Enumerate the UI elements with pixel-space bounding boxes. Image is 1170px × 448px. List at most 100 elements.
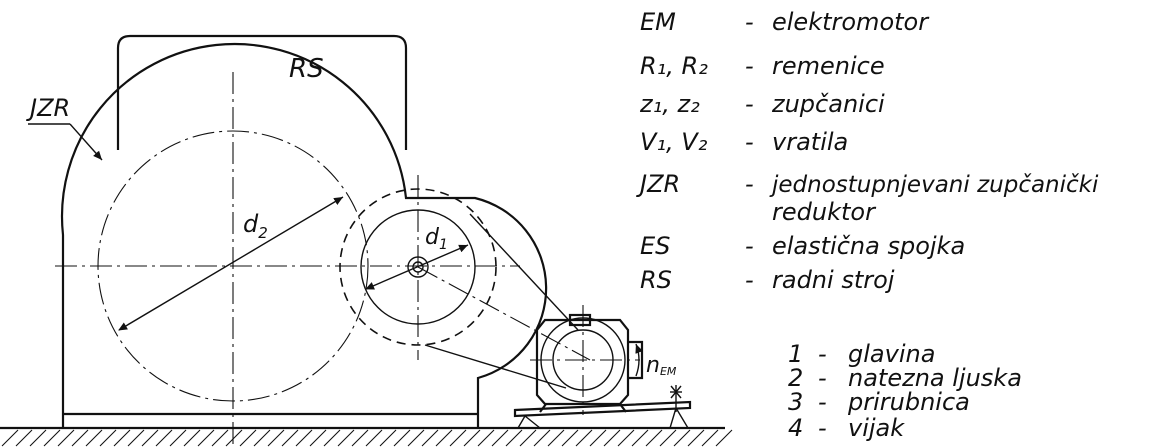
legend-desc: radni stroj <box>772 266 895 294</box>
hatch-line <box>631 429 649 447</box>
part-sep: - <box>818 364 827 392</box>
hatch-line <box>337 429 355 447</box>
hatch-line <box>225 429 243 447</box>
legend-code: V₁, V₂ <box>640 128 708 156</box>
ground-hatching <box>1 429 733 447</box>
nem-label: nEM <box>646 353 677 378</box>
hatch-line <box>351 429 369 447</box>
hatch-line <box>43 429 61 447</box>
motor-base-rail <box>513 385 692 429</box>
hatch-line <box>449 429 467 447</box>
legend: EM - elektromotor R₁, R₂ - remenice z₁, … <box>636 8 1099 294</box>
legend-sep: - <box>745 128 754 156</box>
part-number: 1 <box>788 340 803 368</box>
part-name: vijak <box>848 414 905 442</box>
reducer-housing <box>60 42 548 428</box>
legend-code: z₁, z₂ <box>639 90 700 118</box>
legend-desc: reduktor <box>772 198 877 226</box>
hatch-line <box>435 429 453 447</box>
electric-motor <box>530 305 644 415</box>
legend-desc: elektromotor <box>772 8 930 36</box>
hatch-line <box>113 429 131 447</box>
legend-sep: - <box>745 90 754 118</box>
hatch-line <box>477 429 495 447</box>
legend-desc: zupčanici <box>771 90 885 118</box>
hatch-line <box>617 429 635 447</box>
part-number: 4 <box>788 414 803 442</box>
hatch-line <box>407 429 425 447</box>
d2-label: d2 <box>243 210 268 242</box>
hatch-line <box>323 429 341 447</box>
part-name: prirubnica <box>847 388 970 416</box>
legend-desc: vratila <box>772 128 848 156</box>
hatch-line <box>715 429 733 447</box>
hatch-line <box>645 429 663 447</box>
part-sep: - <box>818 388 827 416</box>
part-number: 2 <box>788 364 803 392</box>
hatch-line <box>547 429 565 447</box>
hatch-line <box>561 429 579 447</box>
hatch-line <box>183 429 201 447</box>
hatch-line <box>505 429 523 447</box>
hatch-line <box>57 429 75 447</box>
parts-list: 1 - glavina 2 - natezna ljuska 3 - priru… <box>788 340 1022 442</box>
hatch-line <box>211 429 229 447</box>
legend-desc: remenice <box>772 52 885 80</box>
legend-code: R₁, R₂ <box>640 52 708 80</box>
hatch-line <box>519 429 537 447</box>
hatch-line <box>589 429 607 447</box>
hatch-line <box>127 429 145 447</box>
hatch-line <box>1 429 19 447</box>
part-name: natezna ljuska <box>848 364 1022 392</box>
hatch-line <box>85 429 103 447</box>
part-name: glavina <box>848 340 935 368</box>
work-machine-housing <box>116 34 408 150</box>
hatch-line <box>169 429 187 447</box>
legend-desc: jednostupnjevani zupčanički <box>769 172 1099 198</box>
hatch-line <box>197 429 215 447</box>
legend-desc: elastična spojka <box>772 232 965 260</box>
hatch-line <box>295 429 313 447</box>
belt-upper <box>469 213 579 331</box>
legend-sep: - <box>745 52 754 80</box>
belt-lower <box>424 344 567 389</box>
legend-code: EM <box>640 8 676 36</box>
hatch-line <box>673 429 691 447</box>
legend-code: ES <box>640 232 670 260</box>
tension-screw-cross-b <box>670 385 682 399</box>
hatch-line <box>659 429 677 447</box>
legend-code: JZR <box>636 170 680 198</box>
legend-sep: - <box>745 232 754 260</box>
hatch-line <box>15 429 33 447</box>
jzr-leader-arrow <box>69 123 103 161</box>
hatch-line <box>533 429 551 447</box>
hatch-line <box>253 429 271 447</box>
rail-support-left <box>516 414 542 429</box>
hatch-line <box>155 429 173 447</box>
d1-dimension-line <box>365 244 469 290</box>
part-sep: - <box>818 340 827 368</box>
belt-center-line <box>417 266 591 361</box>
hatch-line <box>687 429 705 447</box>
legend-code: RS <box>640 266 672 294</box>
rotation-arrow-icon <box>635 343 643 377</box>
hatch-line <box>575 429 593 447</box>
ground <box>0 426 733 447</box>
hatch-line <box>603 429 621 447</box>
hatch-line <box>393 429 411 447</box>
hatch-line <box>421 429 439 447</box>
d2-dimension-line <box>118 196 344 331</box>
legend-sep: - <box>745 266 754 294</box>
hatch-line <box>239 429 257 447</box>
hatch-line <box>365 429 383 447</box>
hatch-line <box>267 429 285 447</box>
part-number: 3 <box>788 388 803 416</box>
hatch-line <box>701 429 719 447</box>
jzr-label: JZR <box>26 94 70 122</box>
hatch-line <box>99 429 117 447</box>
hatch-line <box>281 429 299 447</box>
hatch-line <box>71 429 89 447</box>
hatch-line <box>491 429 509 447</box>
hatch-line <box>29 429 47 447</box>
